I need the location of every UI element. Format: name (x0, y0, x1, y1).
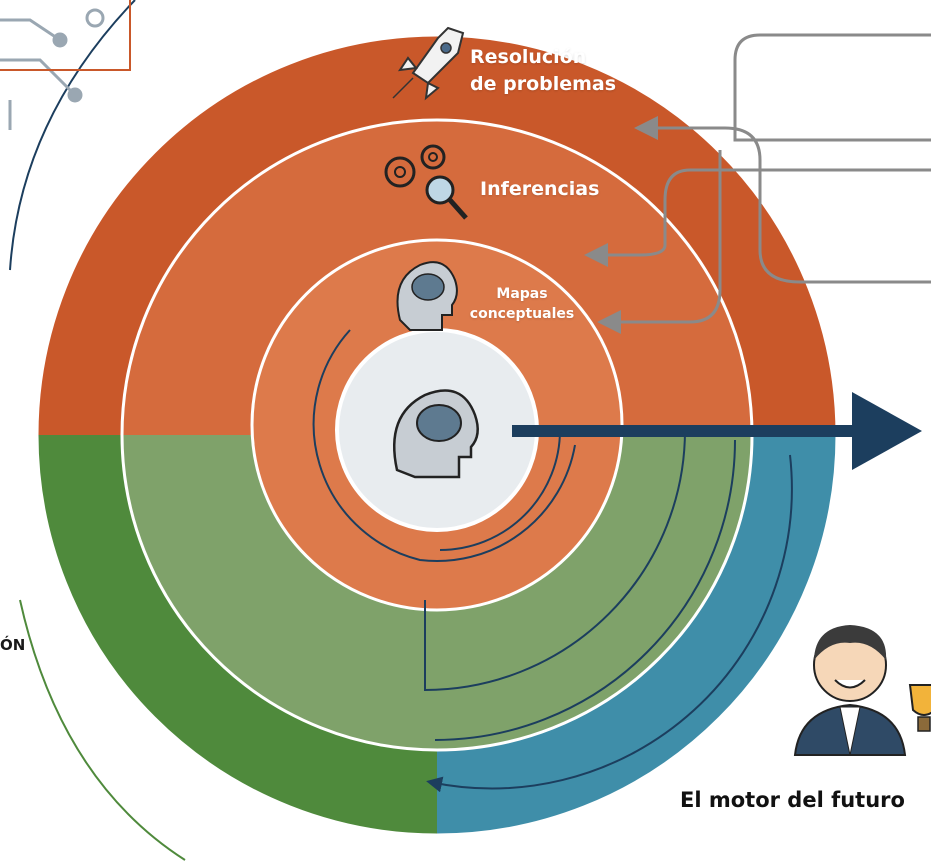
rocket-icon (392, 26, 465, 101)
caption-title: El motor del futuro (680, 788, 905, 812)
gears-magnifier-icon (384, 144, 468, 220)
inner-label-line1: Mapas (496, 286, 548, 302)
center-head-brain-icon (393, 389, 479, 479)
connector-lines (584, 33, 931, 334)
outer-guide-arc-blue (9, 0, 136, 271)
inner-ring-label: Mapas conceptuales (452, 284, 592, 324)
spiral-lines (312, 329, 793, 793)
main-arrow (512, 392, 922, 470)
outer-guide-arc-green (19, 599, 186, 861)
edge-text-fragment: ÓN (0, 636, 26, 654)
outer-label-line2: de problemas (470, 73, 617, 95)
outer-label-line1: Resolución (470, 46, 587, 68)
student-with-trophy-icon (793, 625, 931, 756)
inner-label-line2: conceptuales (469, 306, 575, 322)
middle-ring-label: Inferencias (480, 178, 600, 200)
circuit-decoration (0, 0, 131, 130)
outer-ring-label: Resolución de problemas (470, 44, 616, 98)
head-brain-icon (396, 261, 458, 331)
